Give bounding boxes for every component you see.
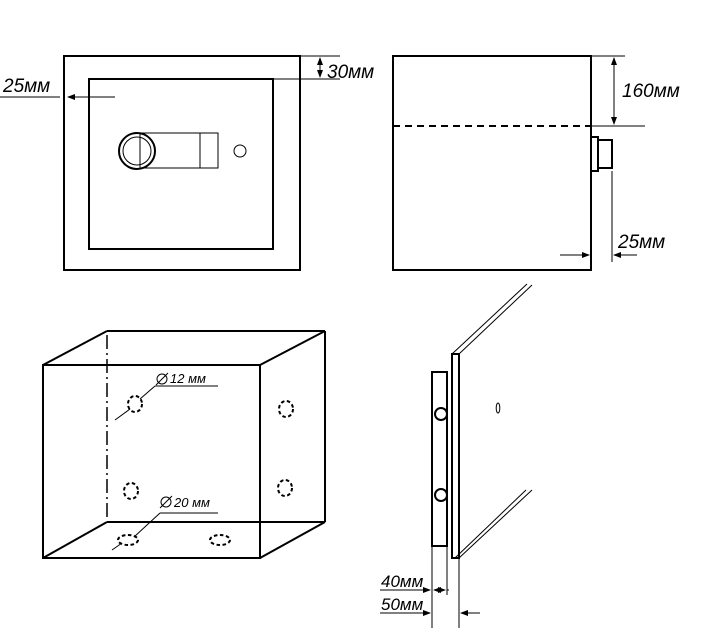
isometric-box: 12 мм 20 мм [42, 330, 326, 559]
dim-front-frame-offset: 25мм [2, 76, 50, 97]
dim-door-thickness-inner: 40мм [381, 572, 424, 591]
dim-front-top-offset: 30мм [327, 62, 374, 83]
bolt-hole [434, 407, 448, 421]
dim-side-height: 160мм [622, 81, 680, 102]
label-wall-hole-diameter: 12 мм [170, 371, 206, 386]
lock-icon [118, 132, 219, 170]
bolt-hole [434, 488, 448, 502]
mount-hole [117, 534, 139, 546]
front-door-panel [88, 78, 274, 250]
side-lock-knob-icon [590, 136, 613, 172]
side-body [392, 55, 592, 271]
mount-hole [278, 400, 294, 418]
label-floor-hole-diameter: 20 мм [173, 495, 210, 510]
mount-hole [123, 482, 139, 500]
mount-hole [127, 395, 143, 413]
indicator-light-icon [233, 144, 247, 158]
peephole-icon [495, 402, 501, 414]
mount-hole [277, 479, 293, 497]
mount-hole [209, 534, 231, 546]
dim-door-thickness-outer: 50мм [381, 595, 424, 614]
front-outer-frame [63, 55, 301, 271]
front-view: 25мм 30мм [0, 55, 374, 271]
door-side-view: 40мм 50мм [380, 283, 533, 628]
dim-side-bottom-offset: 25мм [617, 232, 665, 253]
side-view: 160мм 25мм [392, 55, 680, 271]
